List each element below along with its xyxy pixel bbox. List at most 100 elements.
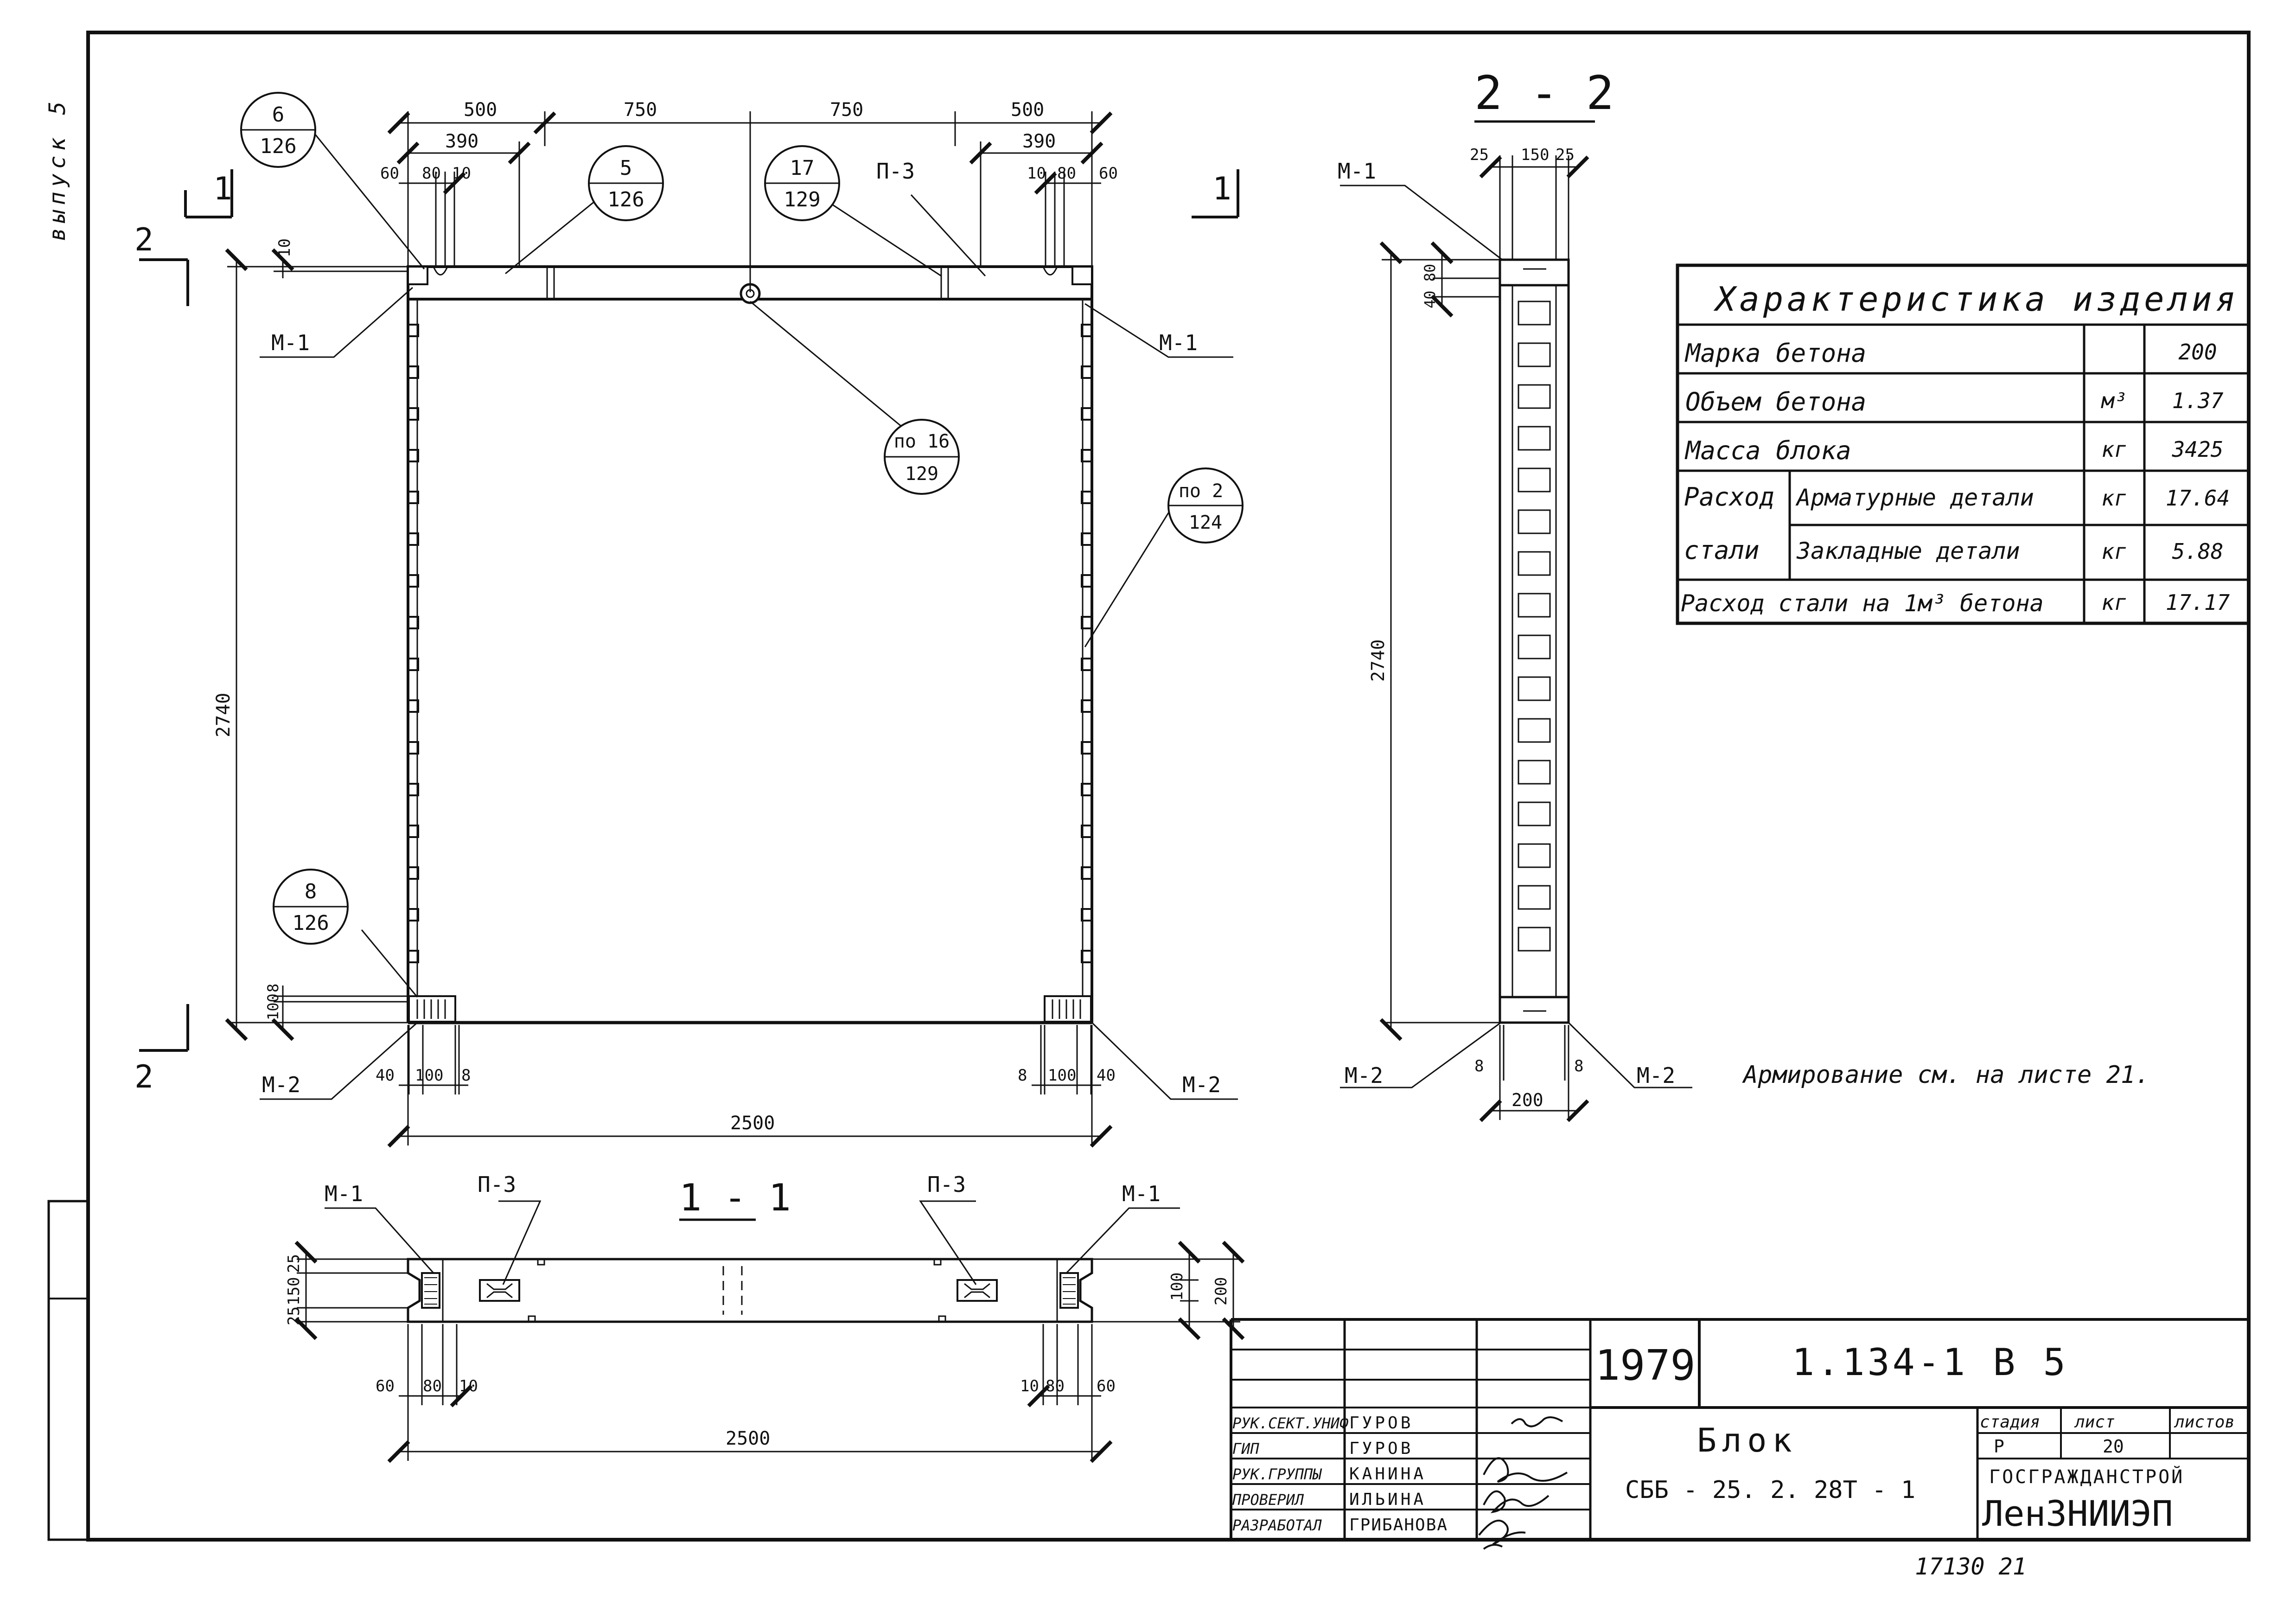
dim-2500-front: 2500 [730, 1113, 775, 1134]
dim-100-left: 100 [415, 1066, 443, 1085]
row-concrete-volume-label: Объем бетона [1685, 387, 1866, 416]
dim-390-left: 390 [445, 131, 478, 152]
dim-10-11-left: 10 [459, 1377, 478, 1395]
callout-8-bottom: 126 [292, 911, 329, 935]
front-view: 500 750 750 500 390 390 60 80 10 10 80 6… [134, 92, 1244, 1148]
dim-100-11: 100 [1168, 1273, 1186, 1301]
dim-40-80: 40 80 [1421, 264, 1439, 308]
role-5: РАЗРАБОТАЛ [1232, 1517, 1322, 1534]
person-1: ГУРОВ [1349, 1414, 1413, 1433]
tb-sheet-header: лист [2074, 1413, 2115, 1432]
marker-1-right: 1 [1212, 171, 1231, 207]
label-p3-11-left: П-3 [478, 1172, 516, 1197]
section-2-2: 2 - 2 25 150 25 40 80 [1338, 66, 2150, 1122]
section-2-2-title: 2 - 2 [1474, 66, 1614, 120]
tb-org-2: ЛенЗНИИЭП [1982, 1493, 2173, 1534]
footer-number: 17130 21 [1915, 1553, 2027, 1580]
marker-2-bottom: 2 [134, 1059, 153, 1095]
margin-note: выпуск 5 [45, 97, 70, 241]
value-total: 17.17 [2166, 590, 2230, 615]
role-2: ГИП [1232, 1440, 1260, 1458]
callout-5-top: 5 [620, 156, 632, 180]
block-outline [407, 265, 1093, 1024]
dim-390-right: 390 [1022, 131, 1056, 152]
tb-stage-header: стадия [1980, 1413, 2040, 1432]
person-2: ГУРОВ [1349, 1439, 1413, 1458]
marker-1-left: 1 [213, 171, 232, 207]
callout-2-top: по 2 [1179, 480, 1223, 502]
section-1-1: 1 - 1 [285, 1172, 1245, 1463]
steel-label-1: Расход [1684, 482, 1774, 512]
person-5: ГРИБАНОВА [1349, 1516, 1448, 1535]
callout-8-top: 8 [305, 880, 317, 903]
callout-5: 5 126 [588, 145, 664, 221]
dim-25-a: 25 [1470, 146, 1489, 164]
unit-reinforcement: кг [2101, 486, 2127, 511]
m1-plate-right [1071, 266, 1093, 285]
label-m1-right: М-1 [1159, 330, 1198, 355]
tb-stage: Р [1994, 1436, 2004, 1457]
tb-sheets-header: листов [2174, 1413, 2235, 1432]
label-m1-11-left: М-1 [325, 1181, 363, 1206]
reinforcement-note: Армирование см. на листе 21. [1742, 1061, 2150, 1089]
marker-2-top: 2 [134, 222, 153, 258]
callout-5-bottom: 126 [607, 188, 644, 211]
callout-2: по 2 124 [1167, 467, 1244, 544]
callout-16: по 16 129 [884, 419, 960, 495]
dim-80-left: 80 [422, 164, 441, 183]
dim-100-8: 100 [264, 993, 282, 1020]
section-1-1-labels: М-1 П-3 П-3 М-1 [325, 1172, 1161, 1206]
row-reinforcement-label: Арматурные детали [1795, 484, 2034, 511]
tb-sheet: 20 [2103, 1436, 2124, 1457]
dim-40-left: 40 [376, 1066, 395, 1085]
callout-8: 8 126 [273, 869, 349, 945]
value-concrete-volume: 1.37 [2172, 388, 2224, 413]
dim-80-11-left: 80 [423, 1377, 442, 1395]
label-m1-11-right: М-1 [1122, 1181, 1161, 1206]
section-2-2-dim-texts: 25 150 25 40 80 2740 8 8 200 [1368, 146, 1583, 1110]
callout-6-bottom: 126 [260, 134, 296, 158]
dim-750-left: 750 [624, 99, 657, 121]
section-2-2-dims [1340, 155, 1692, 1122]
characteristics-table: Характеристика изделия Марка бетона Объе… [1676, 263, 2251, 625]
dim-25-b: 25 [1556, 146, 1575, 164]
dim-25-bottom-11: 25 [285, 1306, 303, 1325]
title-block: 1979 1.134-1 В 5 Блок СББ - 25. 2. 28Т -… [1230, 1318, 2249, 1550]
callout-16-top: по 16 [894, 431, 950, 452]
dim-25-top-11: 25 [285, 1254, 303, 1273]
dim-10-11-right: 10 [1020, 1377, 1039, 1395]
callout-17-bottom: 129 [784, 188, 820, 211]
dim-8-right: 8 [1018, 1066, 1027, 1085]
label-p3-11-right: П-3 [927, 1172, 966, 1197]
label-m1-left: М-1 [271, 330, 310, 355]
table-title: Характеристика изделия [1713, 280, 2239, 319]
row-embedded-label: Закладные детали [1796, 538, 2020, 564]
steel-label-2: стали [1684, 536, 1760, 565]
unit-total: кг [2101, 590, 2127, 615]
dim-60-11-right: 60 [1097, 1377, 1116, 1395]
value-embedded: 5.88 [2172, 539, 2224, 564]
dim-150-s: 150 [1521, 146, 1549, 164]
sheet-frame [47, 31, 2251, 1542]
tb-year: 1979 [1595, 1341, 1696, 1390]
tb-org-1: ГОСГРАЖДАНСТРОЙ [1989, 1465, 2184, 1488]
dim-40-right: 40 [1097, 1066, 1116, 1085]
role-4: ПРОВЕРИЛ [1232, 1491, 1304, 1509]
dim-8-s-left: 8 [1474, 1057, 1484, 1075]
callout-16-bottom: 129 [905, 463, 938, 485]
m2-plate-left [408, 995, 456, 1023]
label-m2-right: М-2 [1182, 1072, 1221, 1097]
tb-mark: СББ - 25. 2. 28Т - 1 [1625, 1476, 1915, 1504]
role-3: РУК.ГРУППЫ [1232, 1465, 1322, 1483]
dim-200-11: 200 [1212, 1277, 1231, 1305]
label-m1-section: М-1 [1338, 159, 1376, 184]
dim-150-11: 150 [285, 1277, 303, 1305]
unit-embedded: кг [2101, 539, 2127, 564]
dim-60-11-left: 60 [376, 1377, 395, 1395]
dimension-lines [225, 111, 1113, 1148]
person-4: ИЛЬИНА [1349, 1490, 1426, 1509]
value-block-mass: 3425 [2172, 437, 2224, 462]
unit-mass: кг [2101, 437, 2127, 462]
value-concrete-grade: 200 [2178, 339, 2217, 365]
